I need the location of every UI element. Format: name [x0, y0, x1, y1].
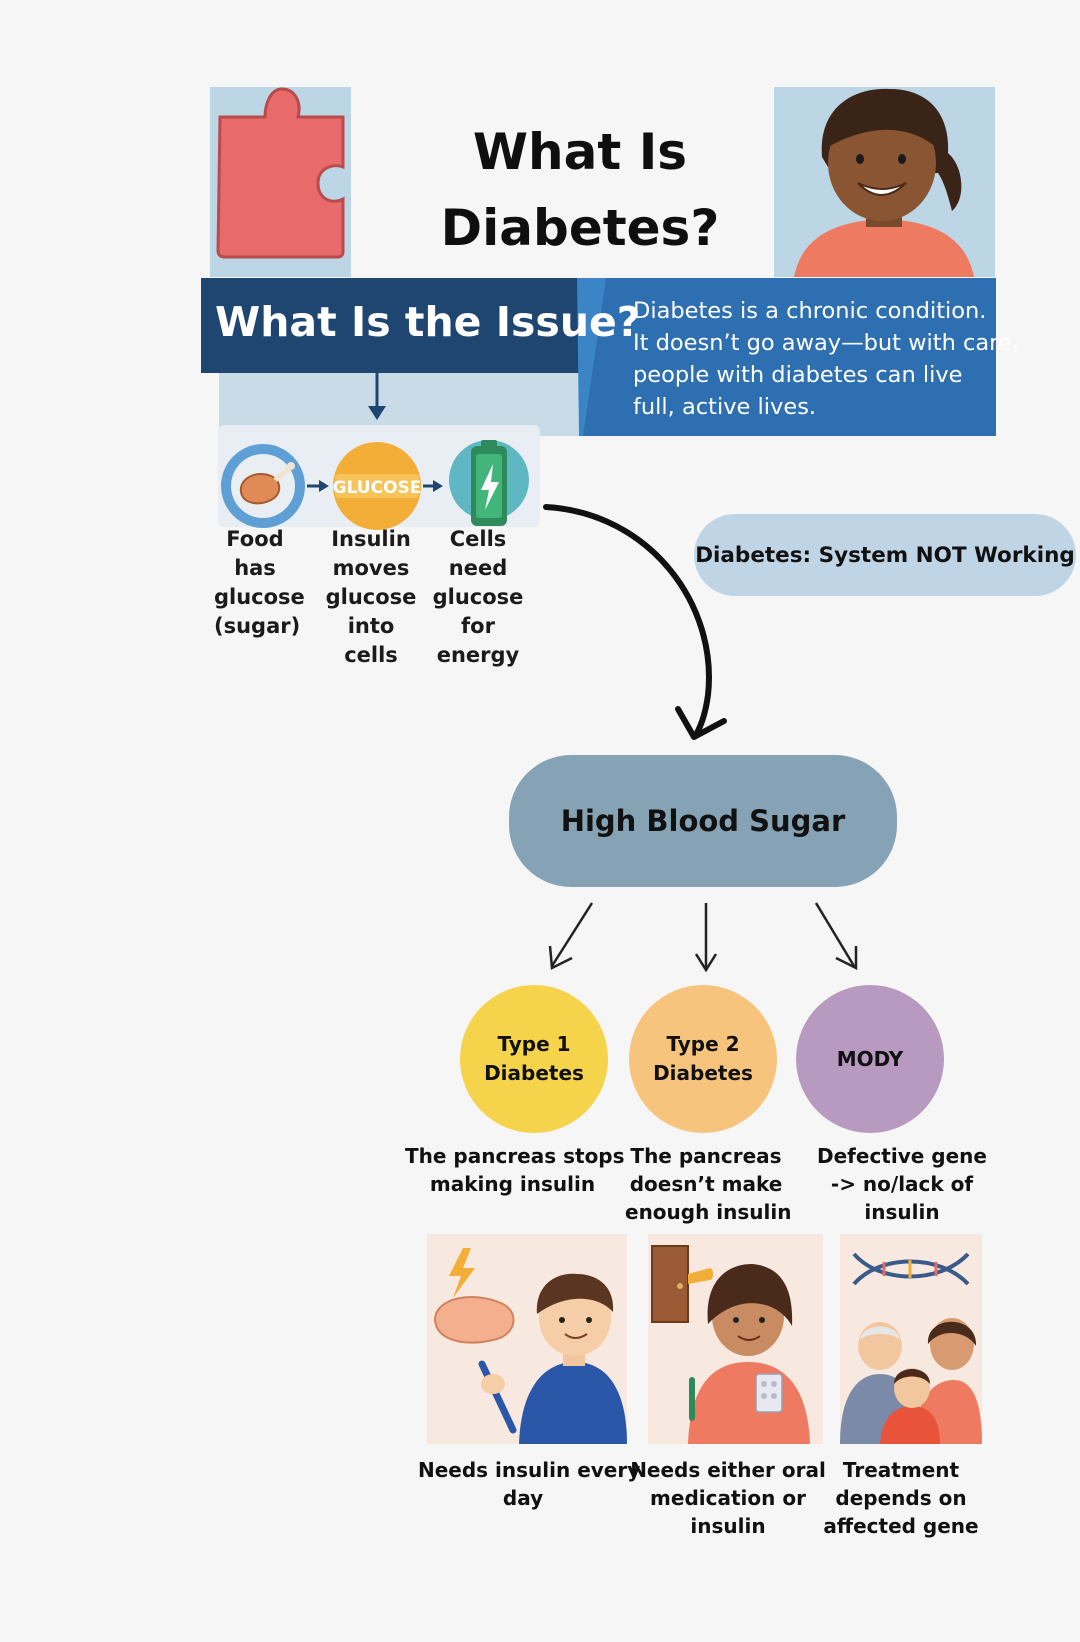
- issue-description-line-2: It doesn’t go away—but with care,: [633, 330, 1019, 356]
- type2-treatment-line-1: Needs either oral: [630, 1458, 826, 1482]
- type1-label: Type 1 Diabetes: [484, 1030, 584, 1088]
- step-insulin-label: Insulin moves glucose into cells: [318, 525, 424, 670]
- issue-description-line-4: full, active lives.: [633, 394, 817, 420]
- mody-circle: MODY: [796, 985, 944, 1133]
- type2-treatment: Needs either oral medication or insulin: [630, 1456, 826, 1540]
- type1-illustration: [427, 1234, 627, 1444]
- arrow-down-icon: [694, 903, 718, 973]
- step-cells-line-1: Cells need: [448, 527, 508, 580]
- type1-label-line-2: Diabetes: [484, 1061, 584, 1085]
- step-food-line-2: has: [234, 556, 276, 580]
- step-cells-line-2: glucose: [432, 585, 524, 609]
- type2-circle: Type 2 Diabetes: [629, 985, 777, 1133]
- type1-treatment-line-1: Needs insulin every: [418, 1458, 641, 1482]
- type2-cause-line-1: The pancreas: [630, 1144, 782, 1168]
- type2-cause: The pancreas doesn’t make enough insulin: [625, 1142, 792, 1226]
- mody-treatment-line-2: depends on: [835, 1486, 967, 1510]
- arrow-right-icon: [423, 480, 443, 492]
- issue-description-line-1: Diabetes is a chronic condition.: [633, 298, 987, 324]
- step-food-label: Food has glucose (sugar): [214, 525, 305, 641]
- arrow-right-icon: [307, 480, 329, 492]
- boy-insulin-pen-icon: [433, 1248, 627, 1444]
- main-title-line-1: What Is: [472, 123, 688, 181]
- mody-cause-line-3: insulin: [864, 1200, 940, 1224]
- type1-treatment-line-2: day: [502, 1486, 544, 1510]
- mody-label: MODY: [837, 1045, 904, 1074]
- glucose-badge-text: GLUCOSE: [333, 478, 422, 498]
- type1-cause: The pancreas stops making insulin: [405, 1142, 625, 1198]
- type2-label: Type 2 Diabetes: [653, 1030, 753, 1088]
- type2-treatment-line-3: insulin: [690, 1514, 766, 1538]
- high-blood-sugar-label: High Blood Sugar: [560, 804, 846, 838]
- step-food-line-4: (sugar): [214, 614, 301, 638]
- step-food-line-3: glucose: [214, 585, 305, 609]
- issue-description: Diabetes is a chronic condition. It does…: [633, 295, 1019, 423]
- issue-description-line-3: people with diabetes can live: [633, 362, 963, 388]
- step-cells-label: Cells need glucose for energy: [418, 525, 538, 670]
- type2-cause-line-2: doesn’t make: [629, 1172, 783, 1196]
- issue-title: What Is the Issue?: [215, 298, 641, 346]
- step-insulin-line-4: into cells: [344, 614, 398, 667]
- girl-portrait: [774, 87, 995, 277]
- arrow-down-left-icon: [548, 902, 594, 970]
- battery-icon: [449, 440, 529, 526]
- type2-label-line-1: Type 2: [666, 1032, 740, 1056]
- type1-treatment: Needs insulin every day: [418, 1456, 641, 1512]
- arrow-down-right-icon: [814, 902, 858, 971]
- type2-treatment-line-2: medication or: [650, 1486, 806, 1510]
- system-not-working-bubble: Diabetes: System NOT Working: [694, 514, 1076, 596]
- girl-medication-icon: [651, 1245, 810, 1444]
- type1-circle: Type 1 Diabetes: [460, 985, 608, 1133]
- type1-cause-line-1: The pancreas stops: [405, 1144, 625, 1168]
- mody-cause-line-2: -> no/lack of: [830, 1172, 974, 1196]
- puzzle-panel: [210, 87, 351, 277]
- mody-treatment-line-3: affected gene: [823, 1514, 979, 1538]
- step-insulin-line-3: glucose: [325, 585, 417, 609]
- curved-arrow-icon: [543, 504, 727, 740]
- step-insulin-line-2: moves: [332, 556, 410, 580]
- mody-cause: Defective gene -> no/lack of insulin: [812, 1142, 992, 1226]
- type2-label-line-2: Diabetes: [653, 1061, 753, 1085]
- system-not-working-label: Diabetes: System NOT Working: [695, 542, 1075, 568]
- high-blood-sugar-bubble: High Blood Sugar: [509, 755, 897, 887]
- food-icon: [221, 444, 305, 528]
- type1-cause-line-2: making insulin: [429, 1172, 596, 1196]
- type2-illustration: [648, 1234, 823, 1444]
- type1-label-line-1: Type 1: [497, 1032, 571, 1056]
- branch-arrows: [548, 902, 858, 973]
- girl-illustration-icon: [794, 88, 974, 277]
- down-arrow-icon: [368, 370, 386, 420]
- mody-cause-line-1: Defective gene: [817, 1144, 987, 1168]
- type2-cause-line-3: enough insulin: [625, 1200, 792, 1224]
- mody-illustration: [840, 1234, 982, 1444]
- glucose-icon: GLUCOSE: [333, 442, 422, 530]
- puzzle-icon: [216, 87, 345, 259]
- step-insulin-line-1: Insulin: [331, 527, 411, 551]
- main-title: What Is Diabetes?: [400, 114, 760, 266]
- process-icons: GLUCOSE: [221, 440, 529, 530]
- step-cells-line-3: for energy: [436, 614, 520, 667]
- main-title-line-2: Diabetes?: [440, 199, 720, 257]
- mody-treatment-line-1: Treatment: [842, 1458, 960, 1482]
- mody-treatment: Treatment depends on affected gene: [821, 1456, 981, 1540]
- step-food-line-1: Food: [226, 527, 284, 551]
- family-dna-icon: [840, 1252, 982, 1444]
- mody-label-line-1: MODY: [836, 1046, 904, 1071]
